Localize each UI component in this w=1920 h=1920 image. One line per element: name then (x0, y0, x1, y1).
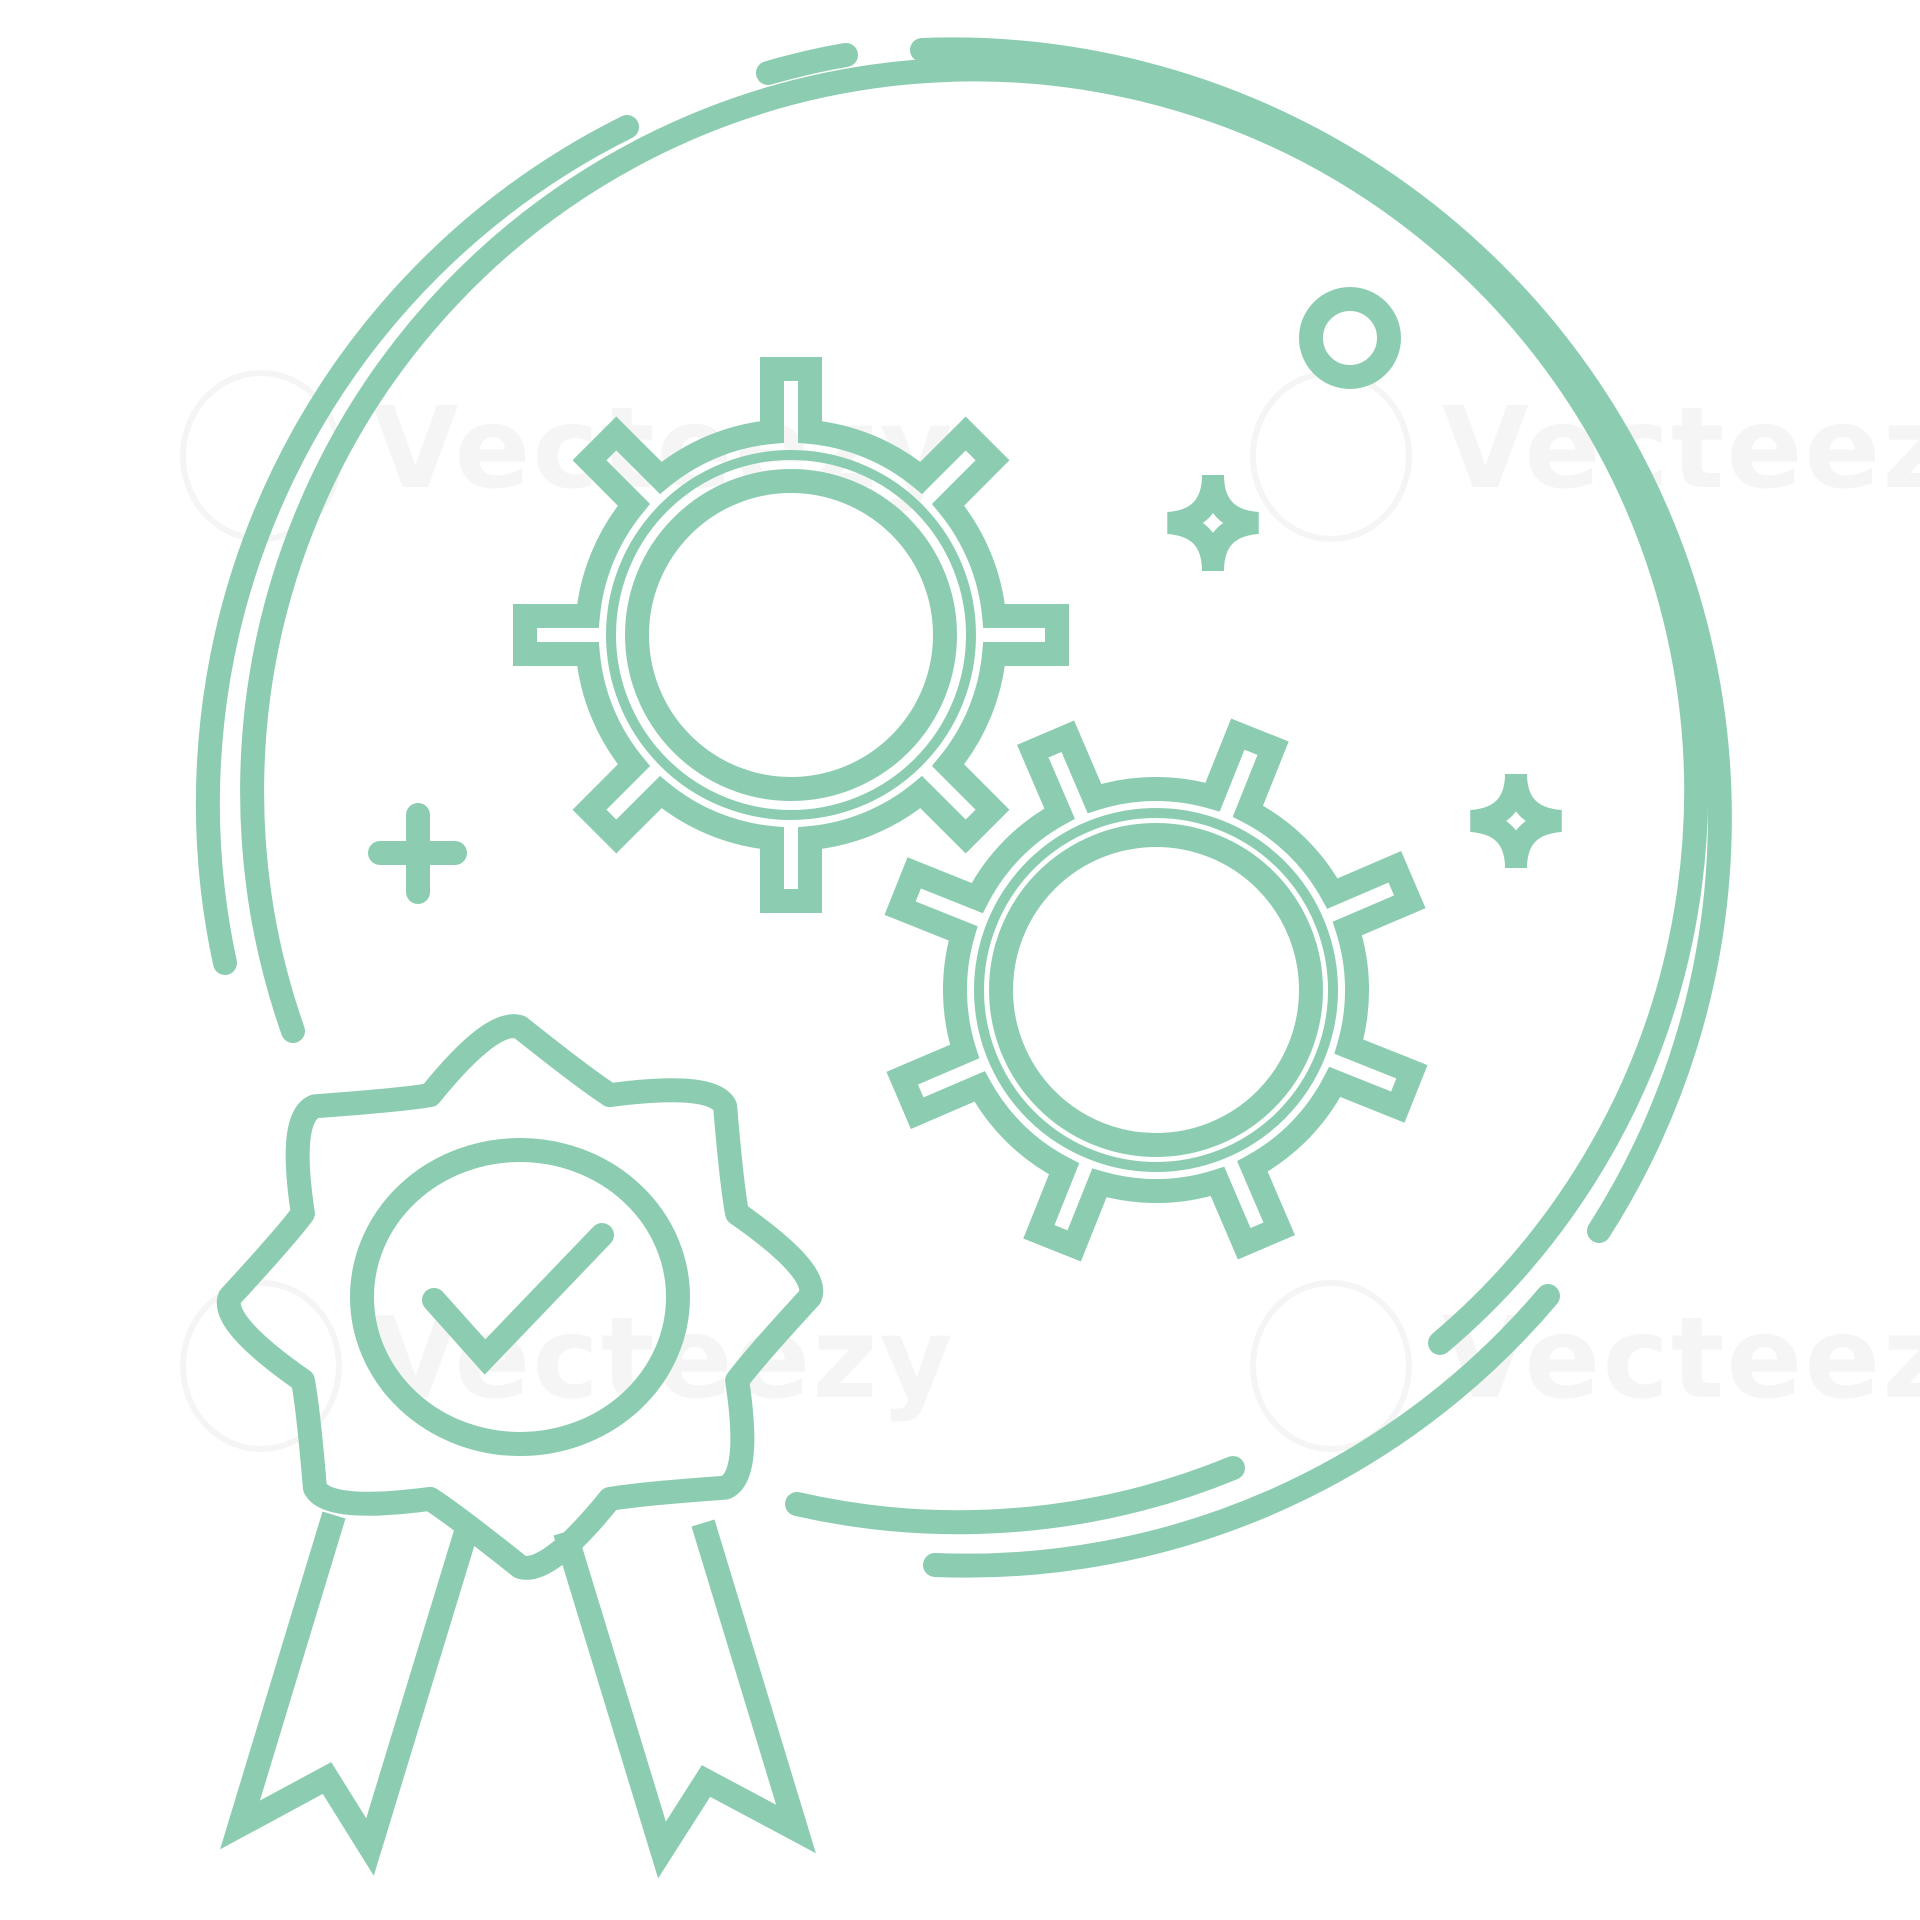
gear-hub (625, 469, 957, 801)
gear-outline (884, 718, 1428, 1262)
rosette-edge (216, 1014, 824, 1580)
check-mark-icon (422, 1223, 614, 1375)
rosette-badge-icon (216, 1014, 824, 1879)
sparkle-icon (1166, 474, 1260, 572)
inner-ring-bottom (785, 1456, 1245, 1535)
gear-icon (513, 357, 1069, 913)
ribbon-left (220, 1511, 478, 1876)
outer-arc-left (195, 115, 639, 975)
illustration (195, 37, 1732, 1879)
outer-arc-bottom (923, 1284, 1560, 1578)
ribbon-right (553, 1519, 816, 1879)
gear-icon (884, 718, 1428, 1262)
gear-outline (513, 357, 1069, 913)
gear-ring (974, 808, 1338, 1172)
gear-hub (989, 823, 1323, 1157)
orbit-arcs (195, 37, 1732, 1578)
sparkle-icon (1469, 773, 1563, 869)
plus-icon (368, 803, 467, 904)
badge-inner-circle (350, 1138, 690, 1456)
outer-arc-right (910, 37, 1732, 1243)
outer-arc-top-short (756, 43, 858, 85)
circle-dot-icon (1299, 287, 1401, 389)
gear-ring (606, 450, 976, 820)
inner-ring-main (240, 57, 1709, 1355)
